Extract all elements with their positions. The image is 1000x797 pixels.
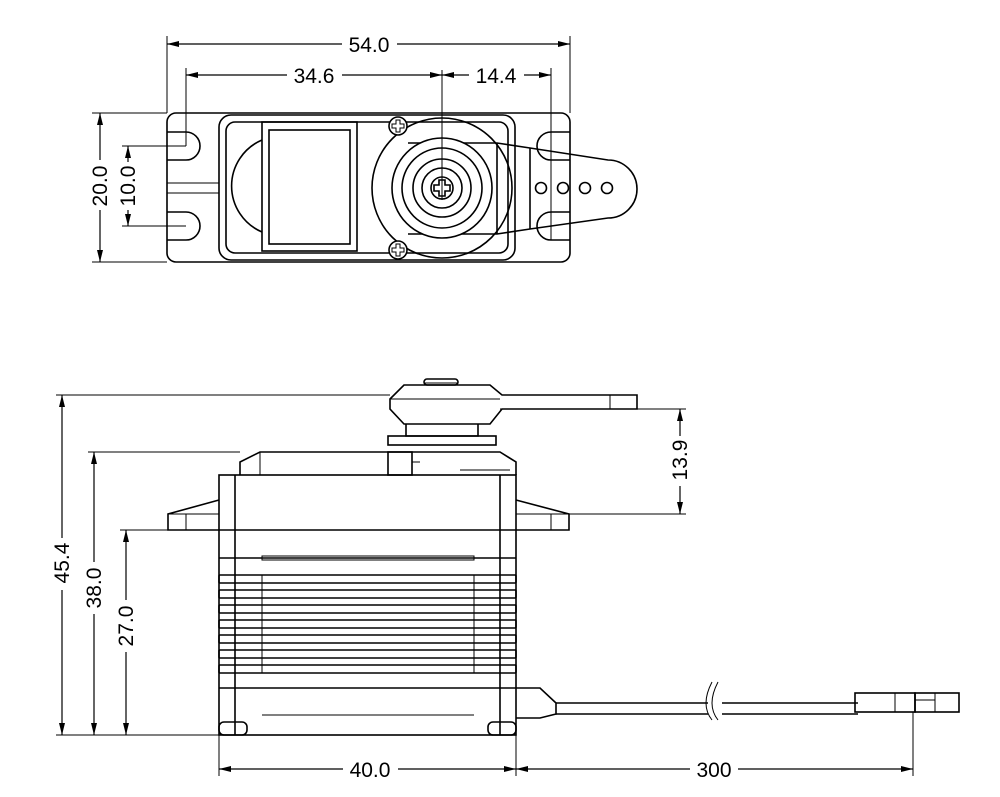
label-plate-inner bbox=[268, 129, 351, 245]
mount-slot-left-top bbox=[167, 131, 201, 161]
mount-slot-right-bottom bbox=[536, 211, 570, 241]
foot-right bbox=[487, 721, 517, 736]
dim-cable-length: 300 bbox=[696, 759, 731, 782]
case-body-top bbox=[218, 114, 516, 261]
cable-break-mark bbox=[705, 681, 713, 721]
side-view bbox=[167, 378, 960, 736]
case-screw-bottom-icon bbox=[388, 240, 408, 260]
dim-flange-height: 27.0 bbox=[115, 606, 138, 647]
connector-body bbox=[854, 692, 916, 713]
dim-total-height: 45.4 bbox=[51, 542, 74, 583]
horn-hole-3 bbox=[578, 181, 592, 195]
horn-hole-1 bbox=[534, 181, 548, 195]
flange-right bbox=[515, 499, 570, 531]
foot-left bbox=[218, 721, 248, 736]
dim-shaft-offset: 14.4 bbox=[476, 65, 517, 88]
label-plate-outer bbox=[261, 121, 358, 252]
connector-pin bbox=[914, 692, 960, 713]
mount-slot-left-bottom bbox=[167, 211, 201, 241]
mount-slot-right-top bbox=[536, 131, 570, 161]
dim-case-height: 38.0 bbox=[83, 568, 106, 609]
servo-horn-top bbox=[408, 142, 638, 235]
cable-strain-relief bbox=[516, 687, 557, 719]
horn-hole-4 bbox=[600, 181, 614, 195]
horn-hole-2 bbox=[556, 181, 570, 195]
top-cap bbox=[239, 451, 517, 475]
servo-horn-side bbox=[389, 384, 638, 425]
heatsink-fins bbox=[218, 574, 517, 674]
case-screw-top-icon bbox=[388, 116, 408, 136]
case-inner-top bbox=[225, 121, 509, 254]
cap-boss bbox=[387, 451, 413, 476]
dim-mount-hole-gap: 10.0 bbox=[117, 166, 140, 207]
shaft-collar bbox=[387, 435, 497, 446]
output-shaft bbox=[405, 424, 479, 437]
dim-body-height: 20.0 bbox=[89, 166, 112, 207]
side-dimensions: 13.9 45.4 38.0 27.0 40.0 3 bbox=[49, 394, 914, 782]
top-view bbox=[166, 70, 638, 263]
dim-hole-spacing: 34.6 bbox=[294, 65, 335, 88]
gear-bulge bbox=[230, 139, 263, 233]
dim-top-width: 54.0 bbox=[349, 34, 390, 57]
flange-left bbox=[167, 499, 220, 531]
top-dimensions: 54.0 34.6 14.4 20.0 10.0 bbox=[86, 32, 571, 263]
dim-horn-height: 13.9 bbox=[669, 440, 692, 481]
dim-body-length: 40.0 bbox=[350, 759, 391, 782]
mounting-plate bbox=[166, 112, 571, 263]
